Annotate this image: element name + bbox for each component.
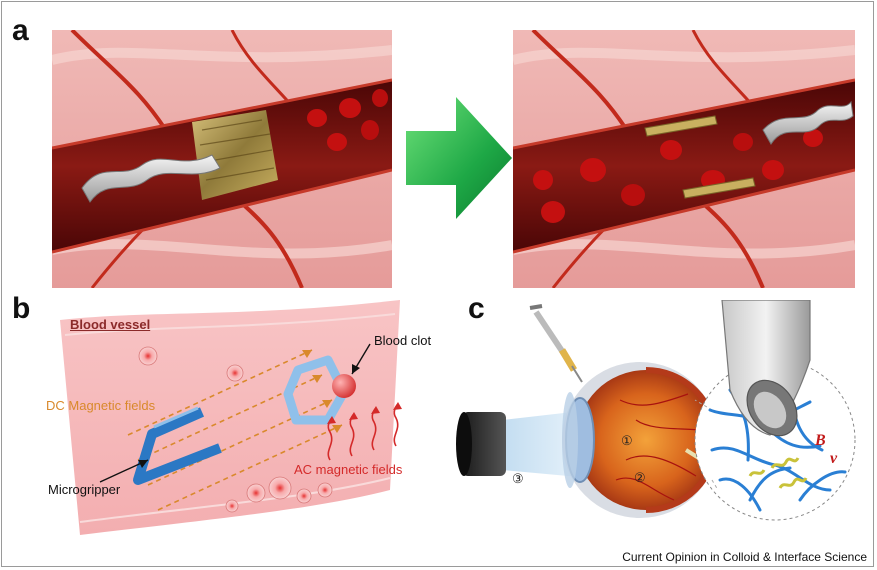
transition-arrow: [404, 95, 514, 221]
marker-1: ①: [621, 433, 633, 449]
blood-clot-label: Blood clot: [374, 333, 431, 348]
ac-field-label: AC magnetic fields: [294, 462, 402, 477]
microgripper-label: Microgripper: [48, 482, 120, 497]
panel-c-illustration: [450, 300, 870, 545]
journal-footer: Current Opinion in Colloid & Interface S…: [622, 550, 867, 564]
symbol-b: B: [815, 432, 826, 450]
vessel-label: Blood vessel: [70, 317, 150, 332]
panel-a-letter: a: [12, 14, 29, 48]
marker-2: ②: [634, 470, 646, 486]
panel-a-before-image: [52, 30, 392, 288]
marker-3: ③: [512, 471, 524, 487]
symbol-v: v: [830, 450, 837, 468]
panel-b-letter: b: [12, 292, 30, 326]
dc-field-label: DC Magnetic fields: [46, 398, 155, 413]
panel-a-after-image: [513, 30, 855, 288]
